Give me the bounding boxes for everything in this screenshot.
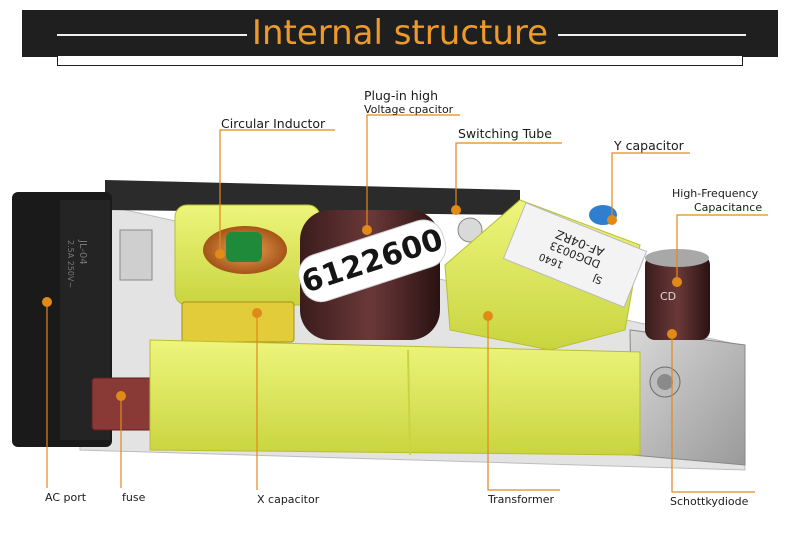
label-plugin-high: Plug-in high xyxy=(364,88,438,103)
banner-decoration-left xyxy=(57,34,247,36)
label-switching-tube: Switching Tube xyxy=(458,126,552,141)
label-fuse: fuse xyxy=(122,491,146,504)
banner-decoration-right xyxy=(558,34,746,36)
label-circular-inductor: Circular Inductor xyxy=(221,116,326,131)
switching-tube xyxy=(451,205,483,243)
banner-underline xyxy=(57,56,743,66)
label-y-capacitor: Y capacitor xyxy=(614,138,684,153)
label-transformer: Transformer xyxy=(488,493,555,506)
label-voltage-capacitor: Voltage cpacitor xyxy=(364,103,454,116)
heat-sink xyxy=(629,329,746,466)
yellow-insulation-tape xyxy=(149,339,641,456)
label-capacitance: Capacitance xyxy=(694,201,763,214)
label-ac-port: AC port xyxy=(45,491,87,504)
hf-cap-text: CD xyxy=(660,290,676,303)
circular-inductor xyxy=(174,204,321,306)
ac-port-socket: JL-04 2.5A 250V~ xyxy=(12,192,153,447)
transformer: AF-04RZ DDG0033 1640 SJ xyxy=(444,199,648,351)
label-schottky-diode: Schottkydiode xyxy=(670,495,749,508)
label-high-frequency: High-Frequency xyxy=(672,187,759,200)
high-voltage-capacitor: 6122600 xyxy=(298,210,447,340)
page-title: Internal structure xyxy=(251,13,549,53)
ac-socket-rating: 2.5A 250V~ xyxy=(66,240,75,288)
x-capacitor-body xyxy=(181,301,295,343)
y-capacitor xyxy=(589,205,617,225)
label-x-capacitor: X capacitor xyxy=(257,493,320,506)
ac-socket-text: JL-04 xyxy=(77,239,88,265)
header-banner xyxy=(22,10,778,57)
leader-lines xyxy=(46,114,768,493)
transformer-label-4: SJ xyxy=(591,272,604,286)
